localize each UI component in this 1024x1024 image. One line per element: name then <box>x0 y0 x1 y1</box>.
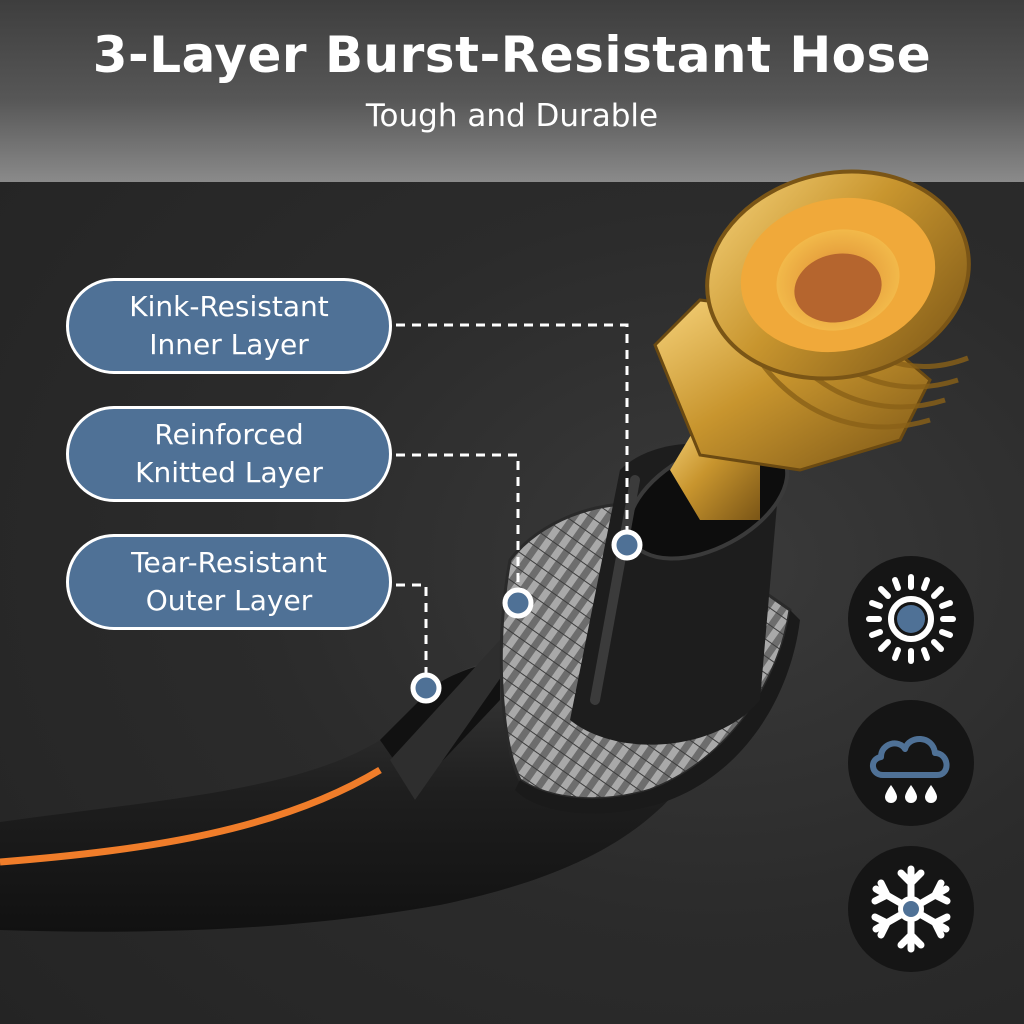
label-knitted-layer: Reinforced Knitted Layer <box>66 406 392 502</box>
leader-line-knitted <box>396 453 520 595</box>
marker-outer <box>410 672 442 704</box>
leader-lines <box>396 323 629 678</box>
leader-line-outer <box>396 583 428 678</box>
brass-fitting <box>653 169 971 520</box>
sun-icon <box>848 556 974 682</box>
label-outer-layer: Tear-Resistant Outer Layer <box>66 534 392 630</box>
page-subtitle: Tough and Durable <box>365 98 659 134</box>
page-title: 3-Layer Burst-Resistant Hose <box>92 26 932 84</box>
label-inner-line2: Inner Layer <box>149 328 309 361</box>
leader-line-inner <box>396 323 629 535</box>
label-inner-line1: Kink-Resistant <box>129 290 329 323</box>
label-outer-line2: Outer Layer <box>145 584 313 617</box>
layer-markers <box>410 529 643 704</box>
snowflake-icon <box>848 846 974 972</box>
label-knitted-line1: Reinforced <box>154 418 304 451</box>
marker-knitted <box>502 587 534 619</box>
label-inner-layer: Kink-Resistant Inner Layer <box>66 278 392 374</box>
label-knitted-line2: Knitted Layer <box>135 456 323 489</box>
label-outer-line1: Tear-Resistant <box>131 546 327 579</box>
marker-inner <box>611 529 643 561</box>
header-banner: 3-Layer Burst-Resistant Hose Tough and D… <box>0 0 1024 182</box>
rain-cloud-icon <box>848 700 974 826</box>
